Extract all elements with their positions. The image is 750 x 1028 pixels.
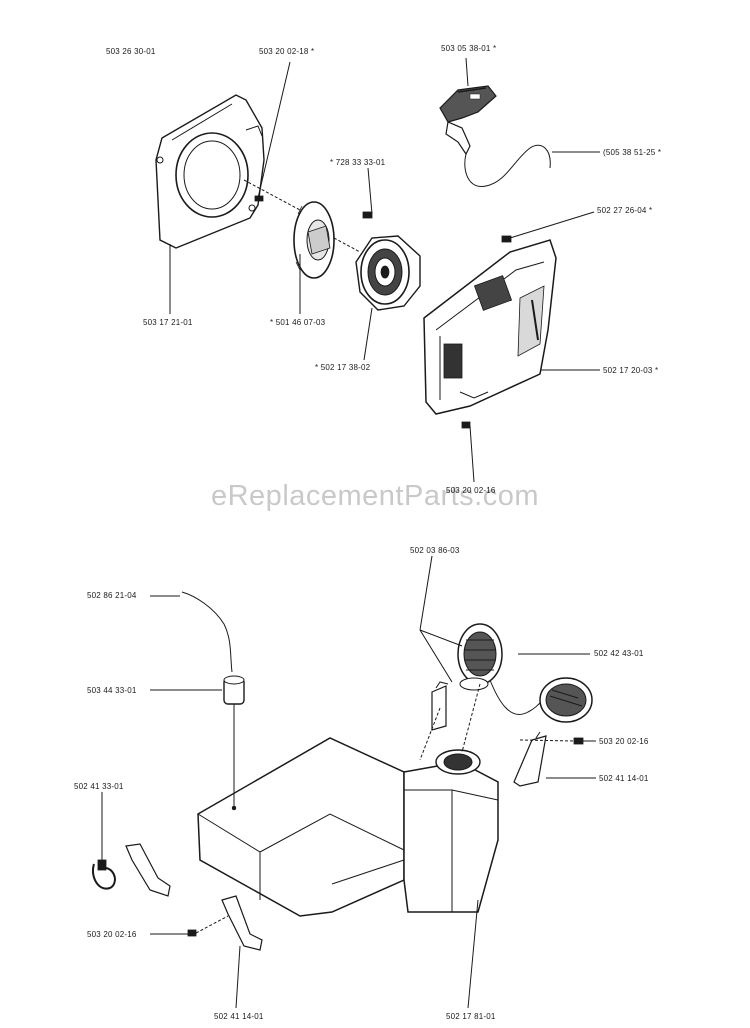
part-label: * 728 33 33-01	[330, 158, 386, 167]
part-label: 502 17 81-01	[446, 1012, 496, 1021]
leader-lines-bottom	[101, 555, 596, 1009]
part-label: * 502 17 38-02	[315, 363, 371, 372]
part-label: (505 38 51-25 *	[603, 148, 662, 157]
part-label: 503 17 21-01	[143, 318, 193, 327]
leader-lines-top	[169, 57, 600, 483]
cap-strap	[489, 679, 549, 715]
screw-bottom-left	[187, 929, 197, 937]
bracket-bottom	[221, 895, 263, 951]
bracket-right	[513, 731, 547, 787]
part-label: 503 05 38-01 *	[441, 44, 497, 53]
part-label: 502 42 43-01	[594, 649, 644, 658]
fuel-hose	[181, 591, 233, 673]
part-label: 502 41 14-01	[599, 774, 649, 783]
screw-bottom	[461, 421, 471, 429]
part-label: 502 17 20-03 *	[603, 366, 659, 375]
fuel-cap	[457, 623, 503, 691]
part-label: 503 20 02-18 *	[259, 47, 315, 56]
part-label: 503 20 02-16	[599, 737, 649, 746]
part-label: 503 26 30-01	[106, 47, 156, 56]
part-label: 502 03 86-03	[410, 546, 460, 555]
part-label: 502 41 33-01	[74, 782, 124, 791]
fuel-filter	[223, 675, 245, 705]
pin	[362, 211, 373, 219]
part-label: 502 86 21-04	[87, 591, 137, 600]
clamp	[92, 859, 116, 890]
starter-cord	[464, 144, 551, 187]
screw-upper-right	[501, 235, 512, 243]
watermark-text: eReplacementParts.com	[210, 480, 540, 512]
fan-housing	[155, 94, 265, 249]
part-label: 503 20 02-16	[446, 486, 496, 495]
screw-upper-left	[254, 195, 264, 202]
part-label: * 501 46 07-03	[270, 318, 326, 327]
fuel-tank	[197, 737, 499, 917]
part-label: 502 41 14-01	[214, 1012, 264, 1021]
filter-cover	[539, 677, 593, 723]
part-label: 502 27 26-04 *	[597, 206, 653, 215]
bracket-left	[125, 843, 171, 897]
starter-cover	[423, 239, 557, 415]
starter-handle	[439, 85, 497, 156]
part-label: 503 20 02-16	[87, 930, 137, 939]
recoil-spring-housing	[355, 235, 421, 311]
part-label: 503 44 33-01	[87, 686, 137, 695]
starter-pulley	[293, 201, 335, 279]
screw-right	[573, 737, 584, 745]
